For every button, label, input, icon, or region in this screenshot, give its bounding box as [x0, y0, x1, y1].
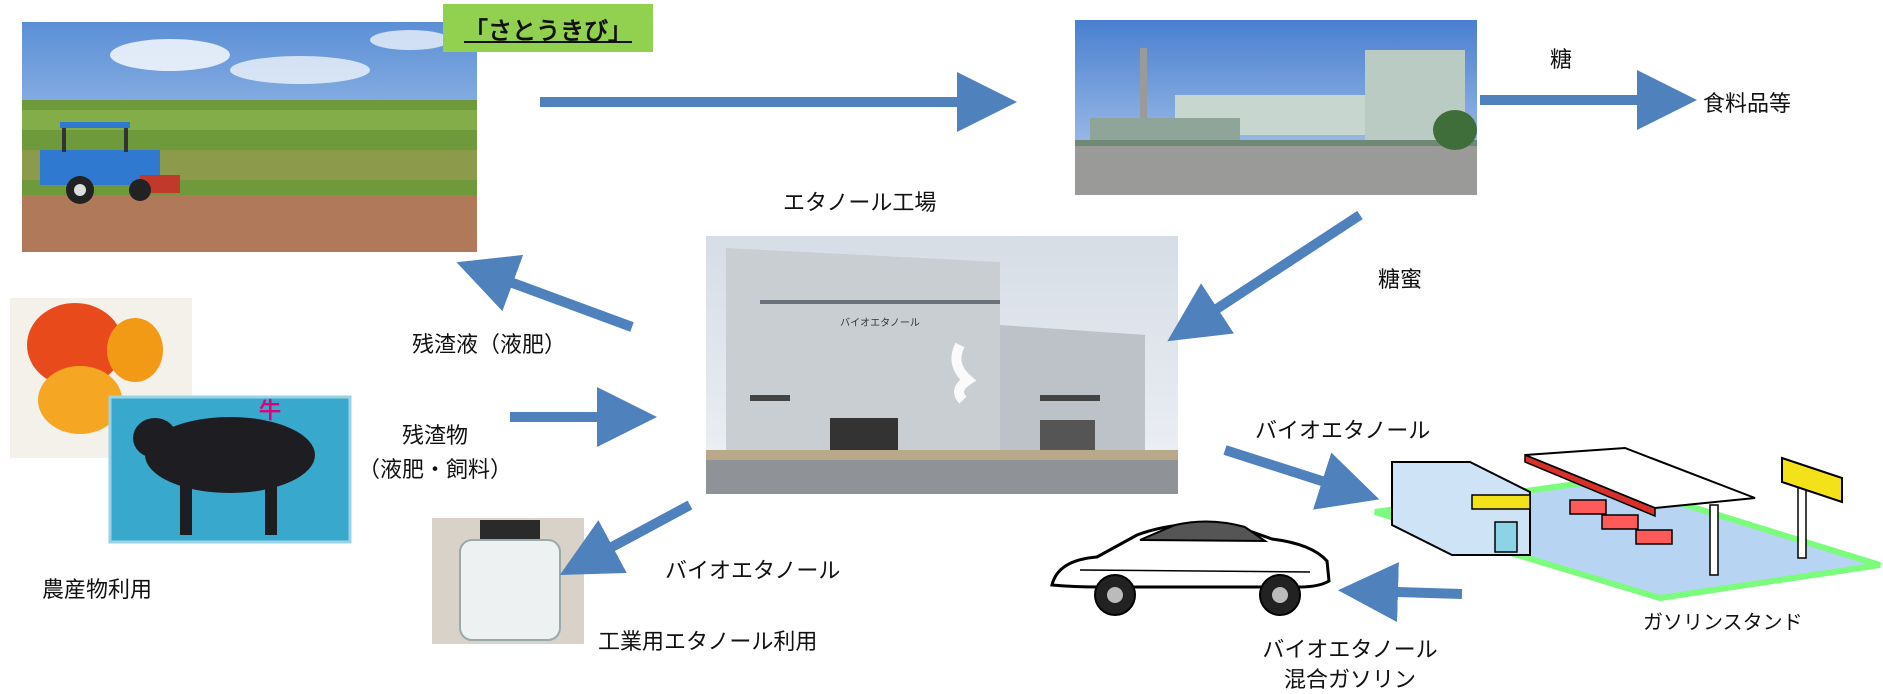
factory-sign: バイオエタノール	[840, 317, 920, 329]
sugarcane-field-photo	[22, 22, 477, 252]
arrow-molasses	[1167, 210, 1363, 342]
label-ethanol-factory: エタノール工場	[783, 191, 937, 216]
svg-text:牛: 牛	[259, 398, 281, 424]
arrow-to-station	[1223, 445, 1380, 510]
sugar-factory-photo	[1075, 20, 1477, 195]
label-residue-line1: 残渣物	[401, 424, 468, 449]
label-bioethanol-industry: バイオエタノール	[665, 559, 841, 584]
label-residue-liquid: 残渣液（液肥）	[412, 333, 567, 358]
label-blend-line1: バイオエタノール	[1262, 638, 1438, 663]
label-sugar: 糖	[1550, 48, 1573, 73]
label-blend-line2: 混合ガソリン	[1283, 668, 1416, 693]
arrow-residue-liquid	[456, 254, 634, 332]
title-tag-text: 「さとうきび」	[464, 16, 632, 45]
label-molasses: 糖蜜	[1378, 268, 1423, 293]
arrow-to-industry	[559, 500, 693, 575]
car-illustration	[1050, 520, 1331, 616]
label-industrial-use: 工業用エタノール利用	[598, 630, 818, 655]
ethanol-jar-photo	[432, 518, 584, 644]
label-food: 食料品等	[1703, 92, 1792, 117]
label-residue-line2: （液肥・飼料）	[357, 458, 512, 483]
label-bioethanol-station: バイオエタノール	[1255, 419, 1431, 444]
label-gas-station: ガソリンスタンド	[1643, 610, 1803, 634]
label-agri-use: 農産物利用	[42, 578, 153, 603]
gas-station-illustration	[1374, 446, 1881, 602]
arrow-to-car	[1338, 562, 1463, 623]
ethanol-factory-photo: バイオエタノール	[706, 236, 1178, 494]
title-tag: 「さとうきび」	[443, 4, 653, 52]
beef-poster-photo: 牛	[108, 395, 352, 544]
